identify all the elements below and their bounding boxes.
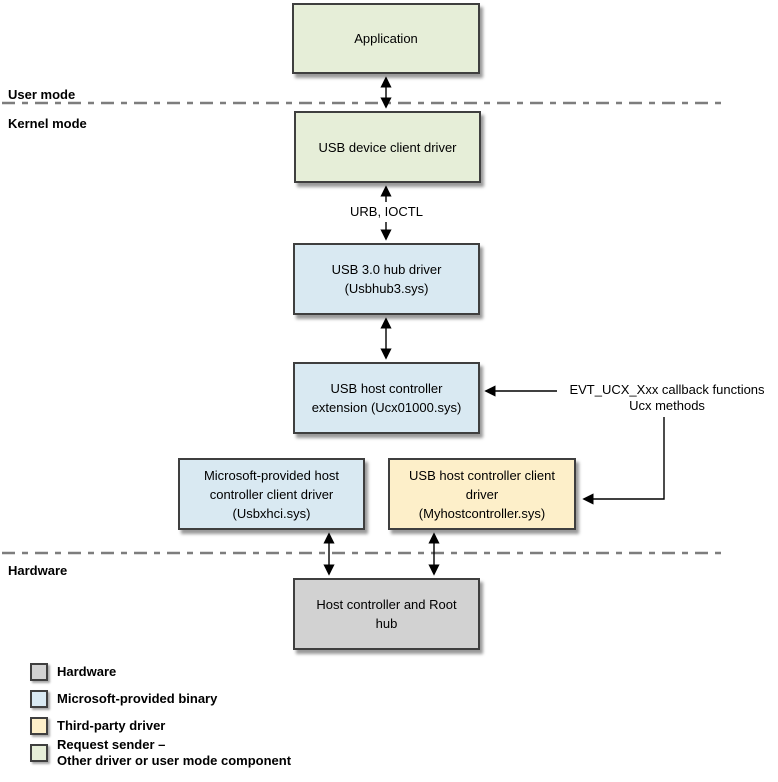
request-sender-swatch [30, 744, 48, 762]
hardware-swatch [30, 663, 48, 681]
legend-request-sender-text2: Other driver or user mode component [57, 753, 292, 768]
node-ms-host-controller-client-driver: Microsoft-provided host controller clien… [178, 458, 365, 530]
ucx-methods-line: Ucx methods [629, 398, 705, 413]
evt-ucx-callbacks-line1: EVT_UCX_Xxx callback functions [569, 382, 765, 397]
legend-item-hardware: Hardware [30, 661, 116, 683]
hardware-label: Hardware [8, 563, 68, 578]
legend-request-sender-label: Request sender – Other driver or user mo… [57, 737, 291, 769]
node-usb-host-controller-extension-text: USB host controller [330, 381, 443, 396]
legend-item-third-party-driver: Third-party driver [30, 715, 165, 737]
node-application-text: Application [354, 31, 418, 46]
legend-hardware-text: Hardware [57, 664, 117, 679]
node-host-controller-root-hub: Host controller and Root hub [293, 578, 480, 650]
node-usb-host-controller-extension-filename: extension (Ucx01000.sys) [311, 400, 462, 415]
node-application: Application [292, 3, 480, 74]
legend-microsoft-binary-label: Microsoft-provided binary [57, 691, 217, 707]
legend-item-microsoft-binary: Microsoft-provided binary [30, 688, 217, 710]
node-ms-host-controller-client-driver-filename: (Usbxhci.sys) [232, 505, 311, 521]
node-host-controller-root-hub-text2: hub [375, 616, 398, 631]
microsoft-binary-swatch [30, 690, 48, 708]
legend-hardware-label: Hardware [57, 664, 116, 680]
node-ms-host-controller-client-driver-text1: Microsoft-provided host [203, 467, 340, 483]
arrow-ucx-methods-to-client-driver [582, 417, 665, 505]
node-usb3-hub-driver: USB 3.0 hub driver (Usbhub3.sys) [293, 243, 480, 315]
node-usb-host-controller-client-driver-filename: (Myhostcontroller.sys) [418, 505, 546, 521]
legend-item-request-sender: Request sender – Other driver or user mo… [30, 736, 291, 770]
legend-third-party-driver-text: Third-party driver [57, 718, 166, 733]
node-usb3-hub-driver-text: USB 3.0 hub driver [331, 262, 442, 277]
third-party-driver-swatch [30, 717, 48, 735]
node-usb-host-controller-client-driver: USB host controller client driver (Myhos… [388, 458, 576, 530]
node-usb-host-controller-client-driver-text1: USB host controller client [409, 467, 555, 483]
node-host-controller-root-hub-text1: Host controller and Root [316, 597, 457, 612]
node-usb-device-client-driver-text: USB device client driver [318, 139, 457, 155]
kernel-mode-label: Kernel mode [8, 116, 87, 131]
legend-request-sender-text1: Request sender – [57, 737, 166, 752]
urb-ioctl-annotation: URB, IOCTL [350, 204, 423, 219]
node-usb-host-controller-extension: USB host controller extension (Ucx01000.… [293, 362, 480, 434]
evt-ucx-callbacks-annotation: EVT_UCX_Xxx callback functions Ucx metho… [556, 382, 778, 414]
user-mode-label: User mode [8, 87, 76, 102]
node-usb3-hub-driver-filename: (Usbhub3.sys) [344, 281, 429, 296]
legend-microsoft-binary-text: Microsoft-provided binary [57, 691, 218, 706]
legend-third-party-driver-label: Third-party driver [57, 718, 165, 734]
node-usb-host-controller-client-driver-text2: driver [465, 486, 499, 502]
node-ms-host-controller-client-driver-text2: controller client driver [209, 486, 334, 502]
node-usb-device-client-driver: USB device client driver [294, 111, 481, 183]
